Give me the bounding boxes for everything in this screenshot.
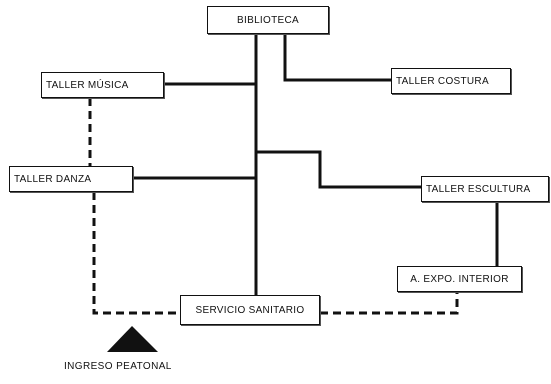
node-servicio-sanitario: SERVICIO SANITARIO [180,295,320,325]
node-label-taller-escultura: TALLER ESCULTURA [426,183,531,195]
node-taller-musica: TALLER MÚSICA [41,72,164,98]
escultura-connector [256,150,421,189]
solid-connections [133,34,499,295]
entrance-triangle-icon [107,326,158,352]
sanitario-expo-dashed [320,292,459,315]
node-taller-danza: TALLER DANZA [9,166,133,192]
dashed-connections [88,98,459,315]
node-label-expo-interior: A. EXPO. INTERIOR [410,273,509,285]
node-biblioteca: BIBLIOTECA [207,6,329,34]
node-label-taller-musica: TALLER MÚSICA [46,79,129,91]
node-taller-costura: TALLER COSTURA [391,68,511,94]
entrance-label: INGRESO PEATONAL [64,361,172,372]
node-label-taller-danza: TALLER DANZA [14,173,92,185]
node-label-servicio-sanitario: SERVICIO SANITARIO [195,304,305,316]
danza-sanitario-dashed [92,192,180,315]
node-label-biblioteca: BIBLIOTECA [237,14,299,26]
node-taller-escultura: TALLER ESCULTURA [421,176,549,202]
node-expo-interior: A. EXPO. INTERIOR [397,266,522,292]
node-label-taller-costura: TALLER COSTURA [396,75,489,87]
costura-connector [283,34,391,82]
